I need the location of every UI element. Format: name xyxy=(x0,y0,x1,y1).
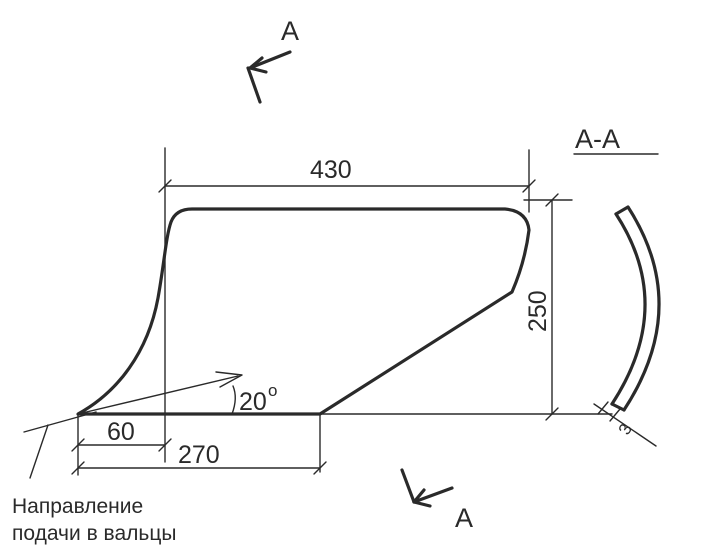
dim-250 xyxy=(545,193,559,421)
dim-250-label: 250 xyxy=(524,290,552,332)
section-arrow-bottom xyxy=(400,468,454,508)
angle-label: 20 xyxy=(239,388,267,416)
section-mark-bottom: A xyxy=(455,503,473,533)
dim-430-label: 430 xyxy=(310,156,352,184)
note-leader xyxy=(29,424,49,479)
section-title: A-A xyxy=(575,124,620,154)
dim-3-label: 3 xyxy=(615,421,636,438)
dim-270 xyxy=(71,461,327,475)
dim-430 xyxy=(158,179,536,193)
note-line-2: подачи в вальцы xyxy=(12,522,176,545)
angle-unit: o xyxy=(268,381,277,400)
dim-270-label: 270 xyxy=(178,441,220,469)
section-mark-top: A xyxy=(281,16,299,46)
angle-arrow xyxy=(77,371,243,415)
section-arrow-top xyxy=(246,50,292,104)
plate-outline xyxy=(76,207,531,416)
dim-60 xyxy=(71,438,172,452)
dim-3 xyxy=(593,401,657,447)
feed-direction-line xyxy=(23,411,97,433)
dim-60-label: 60 xyxy=(107,418,135,446)
note-line-1: Направление xyxy=(12,495,143,518)
section-profile xyxy=(610,205,661,412)
